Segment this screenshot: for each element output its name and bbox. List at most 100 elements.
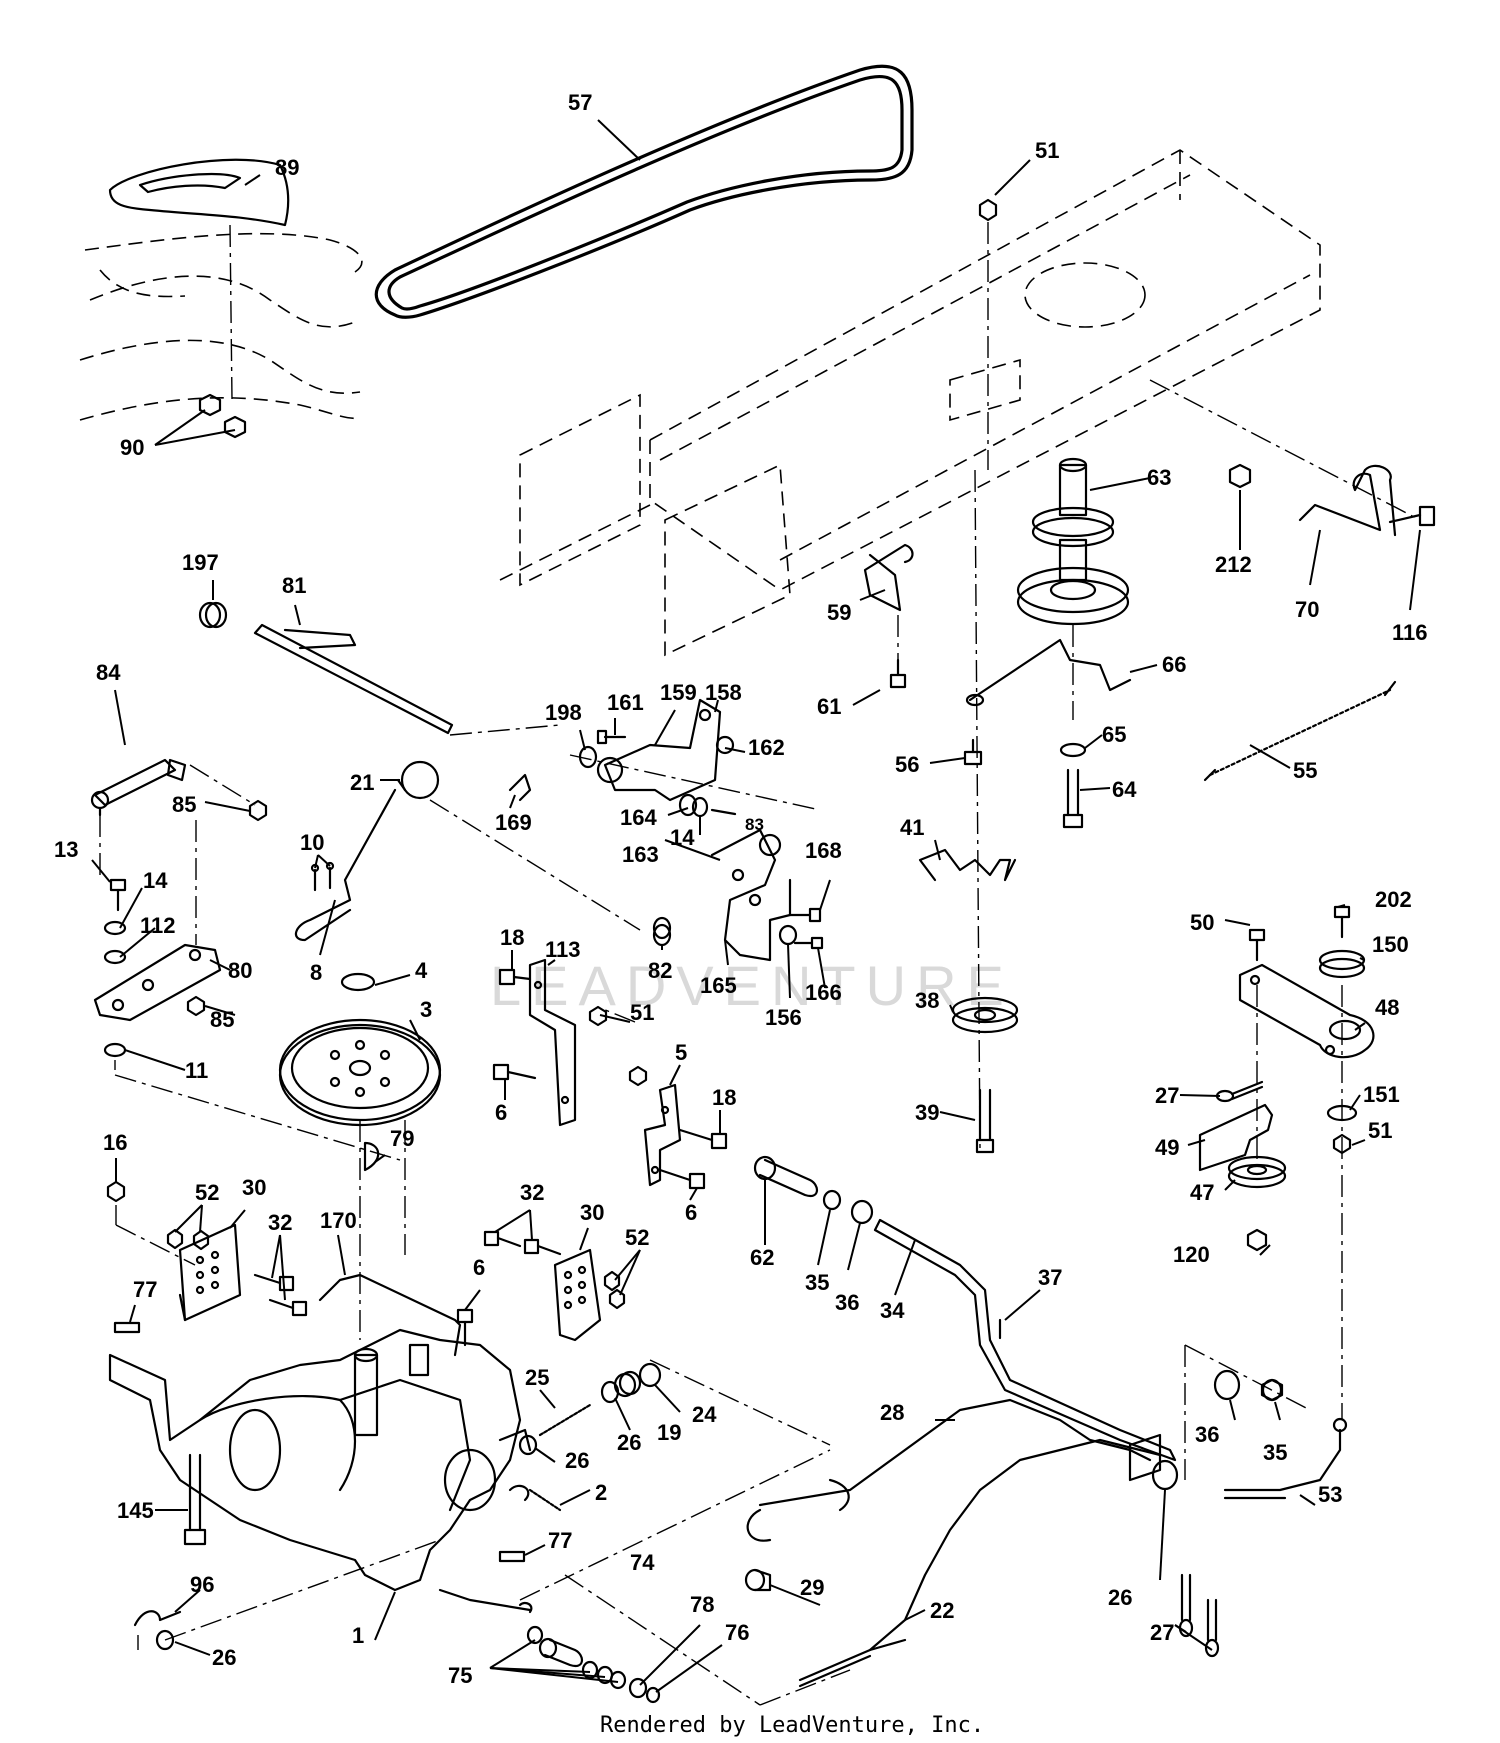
part-22-rod [798, 1438, 1162, 1682]
part-25-spring [538, 1403, 592, 1437]
part-13-bolt [109, 878, 127, 912]
label: 6 [495, 1100, 507, 1125]
label: 22 [930, 1598, 954, 1623]
part-64-bolt [1062, 768, 1084, 829]
part-156-washer [778, 924, 798, 946]
label: 37 [1038, 1265, 1062, 1290]
part-62-bushing [753, 1155, 818, 1198]
part-19-spacer [600, 1370, 642, 1404]
part-53-rod [1223, 1428, 1342, 1492]
label: 145 [117, 1498, 154, 1523]
label: 120 [1173, 1242, 1210, 1267]
part-96-pin [133, 1610, 182, 1627]
part-63-pulley [1016, 457, 1130, 720]
part-113-bracket [528, 958, 577, 1127]
label: 14 [670, 825, 695, 850]
label: 57 [568, 90, 592, 115]
part-90-nuts [198, 393, 247, 439]
label: 89 [275, 155, 299, 180]
label: 5 [675, 1040, 687, 1065]
label: 16 [103, 1130, 127, 1155]
label: 32 [268, 1210, 292, 1235]
label: 18 [712, 1085, 736, 1110]
part-52-nuts-mid [603, 1270, 626, 1310]
part-77-key-lower [498, 1550, 526, 1563]
part-70-rod [1298, 464, 1397, 537]
part-198-washer [578, 745, 598, 769]
footer-credit: Rendered by LeadVenture, Inc. [600, 1713, 984, 1738]
part-labels: 57 51 89 90 63 212 70 116 197 81 59 66 8… [54, 90, 1428, 1688]
label: 26 [1108, 1585, 1132, 1610]
part-35-nut-mid [822, 1189, 842, 1211]
part-169-clip [508, 773, 532, 802]
part-4-ring [340, 972, 376, 992]
label: 77 [548, 1528, 572, 1553]
label: 41 [900, 815, 924, 840]
label: 62 [750, 1245, 774, 1270]
part-10-pins [310, 861, 335, 892]
label: 112 [140, 913, 176, 938]
part-120-nut [1246, 1228, 1268, 1252]
part-47-pulley [1227, 1155, 1287, 1189]
part-28-rod [758, 1398, 1152, 1507]
part-51-nut-mid2 [628, 1065, 648, 1087]
label: 49 [1155, 1135, 1179, 1160]
part-32-bolts-mid [483, 1230, 562, 1256]
label: 77 [133, 1277, 157, 1302]
part-116-bolt [1388, 505, 1436, 527]
part-59-clip [863, 543, 914, 612]
label: 55 [1293, 758, 1317, 783]
label: 78 [690, 1592, 714, 1617]
part-159-158-bracket [596, 698, 735, 802]
part-202-bolt [1333, 905, 1351, 939]
part-6-bolt-b [658, 1168, 706, 1190]
label: 30 [580, 1200, 604, 1225]
label: 166 [805, 980, 842, 1005]
label: 79 [390, 1126, 414, 1151]
label: 163 [622, 842, 659, 867]
label: 52 [625, 1225, 649, 1250]
label: 18 [500, 925, 524, 950]
label: 26 [565, 1448, 589, 1473]
part-8-shift-lever [294, 778, 641, 942]
label: 168 [805, 838, 842, 863]
label: 70 [1295, 597, 1319, 622]
label: 198 [545, 700, 582, 725]
part-26-washer-right [1128, 1433, 1179, 1491]
label: 84 [96, 660, 121, 685]
label: 156 [765, 1005, 802, 1030]
part-27-bolt-upper [1215, 1080, 1264, 1103]
part-65-washer [1059, 742, 1087, 758]
label: 150 [1372, 932, 1409, 957]
part-51-nut-mid [588, 1005, 636, 1027]
label: 6 [473, 1255, 485, 1280]
label: 76 [725, 1620, 749, 1645]
part-76-clip [645, 1686, 661, 1704]
part-170-rod [318, 1273, 462, 1357]
label: 47 [1190, 1180, 1214, 1205]
label: 35 [805, 1270, 829, 1295]
part-34-shaft [873, 1218, 1177, 1462]
label: 197 [182, 550, 219, 575]
label: 164 [620, 805, 657, 830]
part-29-cap [744, 1568, 772, 1592]
part-50-bolt [1248, 928, 1266, 962]
label: 63 [1147, 465, 1171, 490]
label: 116 [1392, 620, 1428, 645]
label: 170 [320, 1208, 357, 1233]
label: 2 [595, 1480, 607, 1505]
label: 10 [300, 830, 324, 855]
label: 159 [660, 680, 697, 705]
part-75-washers [526, 1625, 627, 1690]
part-32-bolts-left [253, 1273, 308, 1317]
bracket-guide [569, 754, 821, 811]
part-78-washer [628, 1677, 648, 1699]
label: 169 [495, 810, 532, 835]
part-51-nut-right [1332, 1133, 1352, 1155]
label: 35 [1263, 1440, 1287, 1465]
part-11-washer [103, 1042, 127, 1058]
label: 74 [630, 1550, 655, 1575]
part-57-belt [374, 64, 914, 319]
part-197-bushing [198, 601, 228, 629]
